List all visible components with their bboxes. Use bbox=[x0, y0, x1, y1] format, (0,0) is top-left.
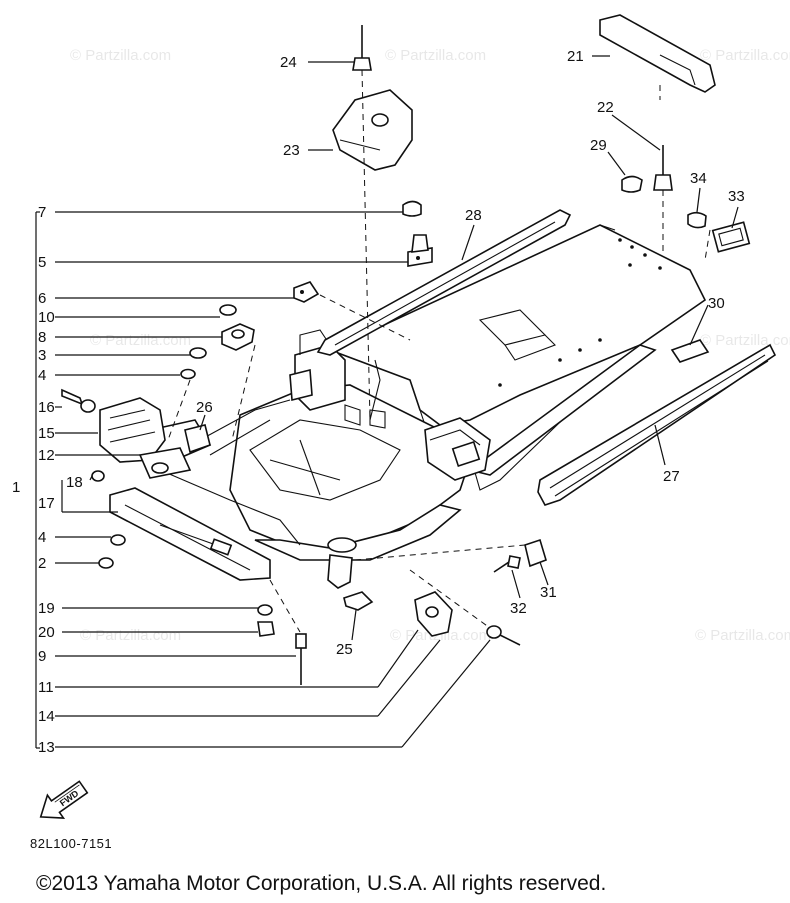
callout-8: 8 bbox=[38, 329, 46, 346]
callout-23: 23 bbox=[283, 142, 300, 159]
part-13-bolt bbox=[486, 625, 521, 646]
leader-lines bbox=[55, 55, 739, 748]
part-29-cap bbox=[621, 175, 643, 193]
left-group-bracket bbox=[35, 211, 40, 749]
part-26-bracket bbox=[184, 424, 211, 454]
part-8-mount bbox=[221, 323, 255, 351]
callout-16: 16 bbox=[38, 399, 55, 416]
callout-15: 15 bbox=[38, 425, 55, 442]
part-3-grommet bbox=[189, 347, 207, 359]
watermark-text: © Partzilla.com bbox=[390, 627, 491, 644]
watermark-text: © Partzilla.com bbox=[80, 627, 181, 644]
fwd-arrow-icon: FWD bbox=[39, 780, 89, 819]
callout-29: 29 bbox=[590, 137, 607, 154]
callout-5: 5 bbox=[38, 254, 46, 271]
watermark-text: © Partzilla.com bbox=[700, 47, 790, 64]
part-27-right-running-board bbox=[537, 343, 777, 506]
watermark-text: © Partzilla.com bbox=[385, 47, 486, 64]
part-5-bracket bbox=[407, 234, 433, 267]
callout-2: 2 bbox=[38, 555, 46, 572]
part-16-bolt bbox=[61, 388, 96, 413]
part-34-nut bbox=[687, 211, 707, 229]
diagram-reference-code: 82L100-7151 bbox=[30, 836, 113, 851]
part-6-clip bbox=[293, 281, 320, 303]
frame-exploded-diagram: © Partzilla.com © Partzilla.com © Partzi… bbox=[12, 14, 790, 819]
callout-labels: 7 5 6 10 8 3 4 16 15 12 1 18 17 4 2 19 2… bbox=[12, 48, 745, 756]
part-10-washer bbox=[219, 304, 237, 316]
watermark-text: © Partzilla.com bbox=[695, 627, 790, 644]
callout-20: 20 bbox=[38, 624, 55, 641]
callout-9: 9 bbox=[38, 648, 46, 665]
callout-19: 19 bbox=[38, 600, 55, 617]
part-12-link bbox=[138, 447, 192, 479]
part-28-left-rail bbox=[316, 209, 572, 356]
part-33-reflector bbox=[711, 221, 751, 253]
callout-28: 28 bbox=[465, 207, 482, 224]
part-21-bumper bbox=[599, 14, 716, 93]
callout-32: 32 bbox=[510, 600, 527, 617]
part-2-washer bbox=[98, 557, 114, 569]
callout-30: 30 bbox=[708, 295, 725, 312]
part-7-cap bbox=[402, 200, 422, 217]
callout-24: 24 bbox=[280, 54, 297, 71]
callout-31: 31 bbox=[540, 584, 557, 601]
part-30-plate bbox=[670, 339, 710, 363]
callout-7: 7 bbox=[38, 204, 46, 221]
part-19-washer bbox=[257, 604, 273, 616]
part-25-clip bbox=[343, 591, 374, 611]
part-32-screw bbox=[493, 555, 521, 573]
part-15-boot bbox=[99, 397, 166, 463]
callout-27: 27 bbox=[663, 468, 680, 485]
callout-11: 11 bbox=[38, 679, 54, 696]
callout-18: 18 bbox=[66, 474, 83, 491]
callout-21: 21 bbox=[567, 48, 584, 65]
part-18-screw bbox=[91, 470, 105, 482]
watermark-text: © Partzilla.com bbox=[70, 47, 171, 64]
part-9-bolt bbox=[295, 633, 307, 685]
callout-3: 3 bbox=[38, 347, 46, 364]
callout-26: 26 bbox=[196, 399, 213, 416]
callout-6: 6 bbox=[38, 290, 46, 307]
part-24-bolt bbox=[352, 25, 372, 71]
main-frame bbox=[109, 224, 707, 589]
callout-22: 22 bbox=[597, 99, 614, 116]
part-31-bracket bbox=[524, 538, 547, 568]
callout-13: 13 bbox=[38, 739, 55, 756]
callout-34: 34 bbox=[690, 170, 707, 187]
watermark-text: © Partzilla.com bbox=[90, 332, 191, 349]
assembly-dash-lines bbox=[167, 69, 711, 633]
callout-17: 17 bbox=[38, 495, 55, 512]
callout-4-lower: 4 bbox=[38, 529, 46, 546]
part-20-nut bbox=[257, 621, 275, 637]
callout-25: 25 bbox=[336, 641, 353, 658]
part-23-bracket bbox=[332, 89, 413, 171]
part-11-bracket bbox=[414, 591, 453, 637]
callout-10: 10 bbox=[38, 309, 55, 326]
callout-33: 33 bbox=[728, 188, 745, 205]
callout-4-upper: 4 bbox=[38, 367, 46, 384]
part-22-bolt bbox=[653, 145, 673, 191]
copyright-notice: ©2013 Yamaha Motor Corporation, U.S.A. A… bbox=[36, 872, 607, 895]
part-4-grommet-lower bbox=[110, 534, 126, 546]
part-4-grommet-upper bbox=[180, 368, 196, 380]
callout-14: 14 bbox=[38, 708, 55, 725]
watermark-text: © Partzilla.com bbox=[700, 332, 790, 349]
callout-12: 12 bbox=[38, 447, 55, 464]
callout-1: 1 bbox=[12, 479, 20, 496]
